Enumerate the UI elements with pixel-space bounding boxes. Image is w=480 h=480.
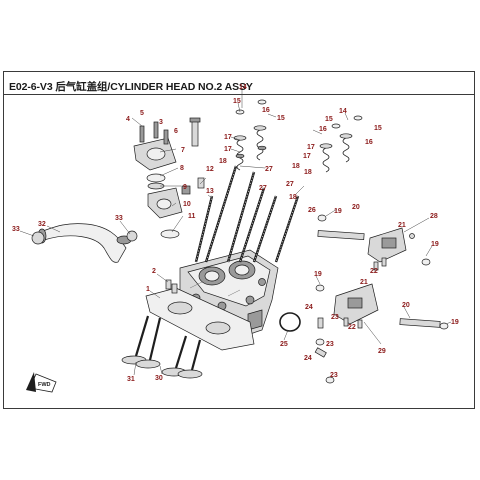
- callout-29: 29: [378, 348, 386, 355]
- callout-19: 19: [451, 319, 459, 326]
- callout-4: 4: [126, 116, 130, 123]
- cam-holder-upper: [317, 227, 415, 263]
- callout-25: 25: [280, 341, 288, 348]
- cylinder-head: [179, 249, 279, 339]
- diagram-title: E02-6-V3 后气缸盖组/CYLINDER HEAD NO.2 ASSY: [9, 81, 253, 93]
- callout-23: 23: [326, 341, 334, 348]
- callout-16: 16: [319, 126, 327, 133]
- callout-18: 18: [292, 163, 300, 170]
- callout-21: 21: [360, 279, 368, 286]
- callout-18: 18: [219, 158, 227, 165]
- callout-23: 23: [330, 372, 338, 379]
- callout-18: 18: [289, 194, 297, 201]
- callout-22: 22: [370, 268, 378, 275]
- callout-17: 17: [224, 146, 232, 153]
- callout-33: 33: [12, 226, 20, 233]
- fwd-arrow-icon: FWD: [26, 372, 57, 393]
- callout-8: 8: [180, 165, 184, 172]
- callout-19: 19: [314, 271, 322, 278]
- callout-9: 9: [183, 184, 187, 191]
- valves: [121, 315, 203, 379]
- callout-19: 19: [431, 241, 439, 248]
- callout-2: 2: [152, 268, 156, 275]
- cam-holder-lower: [333, 283, 441, 328]
- o-ring: [279, 312, 301, 332]
- head-studs: [194, 165, 300, 263]
- callout-31: 31: [127, 376, 135, 383]
- callout-19: 19: [334, 208, 342, 215]
- leader-lines: [19, 90, 452, 376]
- callout-21: 21: [398, 222, 406, 229]
- callout-10: 10: [183, 201, 191, 208]
- callout-20: 20: [352, 204, 360, 211]
- callout-14: 14: [239, 84, 247, 91]
- callout-16: 16: [365, 139, 373, 146]
- valve-springs-exhaust: [319, 115, 363, 173]
- callout-17: 17: [307, 144, 315, 151]
- callout-24: 24: [305, 304, 313, 311]
- callout-27: 27: [259, 185, 267, 192]
- callout-23: 23: [331, 314, 339, 321]
- callout-15: 15: [325, 116, 333, 123]
- callout-1: 1: [146, 286, 150, 293]
- callout-15: 15: [277, 115, 285, 122]
- title-divider: [4, 94, 474, 95]
- callout-16: 16: [262, 107, 270, 114]
- callout-17: 17: [303, 153, 311, 160]
- callout-28: 28: [430, 213, 438, 220]
- callout-17: 17: [224, 134, 232, 141]
- coolant-hose: [31, 223, 138, 263]
- dowel-pins: [165, 279, 178, 294]
- callout-3: 3: [159, 119, 163, 126]
- callout-6: 6: [174, 128, 178, 135]
- callout-7: 7: [181, 147, 185, 154]
- callout-33: 33: [115, 215, 123, 222]
- callout-22: 22: [348, 324, 356, 331]
- callout-27: 27: [265, 166, 273, 173]
- fwd-label: FWD: [38, 382, 51, 388]
- callout-24: 24: [304, 355, 312, 362]
- callout-18: 18: [304, 169, 312, 176]
- callout-13: 13: [206, 188, 214, 195]
- head-gasket: [145, 287, 255, 351]
- callout-30: 30: [155, 375, 163, 382]
- valve-springs-intake: [233, 99, 267, 171]
- callout-12: 12: [206, 166, 214, 173]
- callout-11: 11: [188, 213, 196, 220]
- thermostat-housing: [133, 117, 201, 190]
- callout-32: 32: [38, 221, 46, 228]
- callout-14: 14: [339, 108, 347, 115]
- callout-27: 27: [286, 181, 294, 188]
- callout-26: 26: [308, 207, 316, 214]
- callout-5: 5: [140, 110, 144, 117]
- fasteners: [314, 214, 449, 384]
- callout-labels: 14 15 15 16 17 17 18 27 27 18 26 14 15 1…: [12, 84, 459, 383]
- callout-20: 20: [402, 302, 410, 309]
- callout-15: 15: [233, 98, 241, 105]
- callout-15: 15: [374, 125, 382, 132]
